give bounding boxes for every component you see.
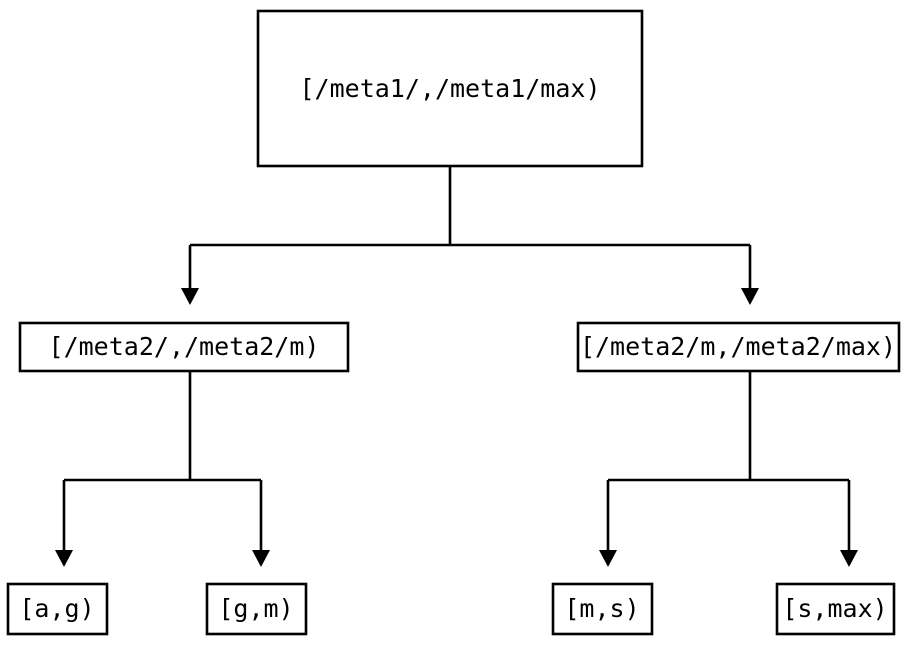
arrowhead-mid-left-to-leaf-2 <box>252 550 270 567</box>
node-leaf-1-label: [a,g) <box>19 594 94 623</box>
node-leaf-3-label: [m,s) <box>564 594 639 623</box>
node-leaf-2-label: [g,m) <box>218 594 293 623</box>
node-mid-right-label: [/meta2/m,/meta2/max) <box>580 332 896 361</box>
node-root[interactable]: [/meta1/,/meta1/max) <box>256 9 644 168</box>
node-leaf-3[interactable]: [m,s) <box>551 582 654 636</box>
node-leaf-1-box[interactable] <box>6 582 109 636</box>
arrowhead-mid-right-to-leaf-3 <box>599 550 617 567</box>
node-root-label: [/meta1/,/meta1/max) <box>299 74 600 103</box>
node-leaf-4-label: [s,max) <box>782 594 887 623</box>
node-leaf-1[interactable]: [a,g) <box>6 582 109 636</box>
node-mid-right[interactable]: [/meta2/m,/meta2/max) <box>576 321 901 373</box>
node-mid-left[interactable]: [/meta2/,/meta2/m) <box>18 321 350 373</box>
node-leaf-4[interactable]: [s,max) <box>775 582 896 636</box>
arrowhead-root-to-mid-left <box>181 288 199 305</box>
arrowhead-mid-left-to-leaf-1 <box>55 550 73 567</box>
arrowhead-root-to-mid-right <box>741 288 759 305</box>
edge-group-mid-left <box>55 371 270 567</box>
node-mid-right-box[interactable] <box>576 321 901 373</box>
node-mid-left-box[interactable] <box>18 321 350 373</box>
node-mid-left-label: [/meta2/,/meta2/m) <box>49 332 320 361</box>
node-root-box[interactable] <box>256 9 644 168</box>
node-leaf-2-box[interactable] <box>205 582 308 636</box>
node-leaf-2[interactable]: [g,m) <box>205 582 308 636</box>
node-leaf-4-box[interactable] <box>775 582 896 636</box>
node-leaf-3-box[interactable] <box>551 582 654 636</box>
edge-group-mid-right <box>599 371 858 567</box>
arrowhead-mid-right-to-leaf-4 <box>840 550 858 567</box>
edge-group-root <box>181 166 759 305</box>
